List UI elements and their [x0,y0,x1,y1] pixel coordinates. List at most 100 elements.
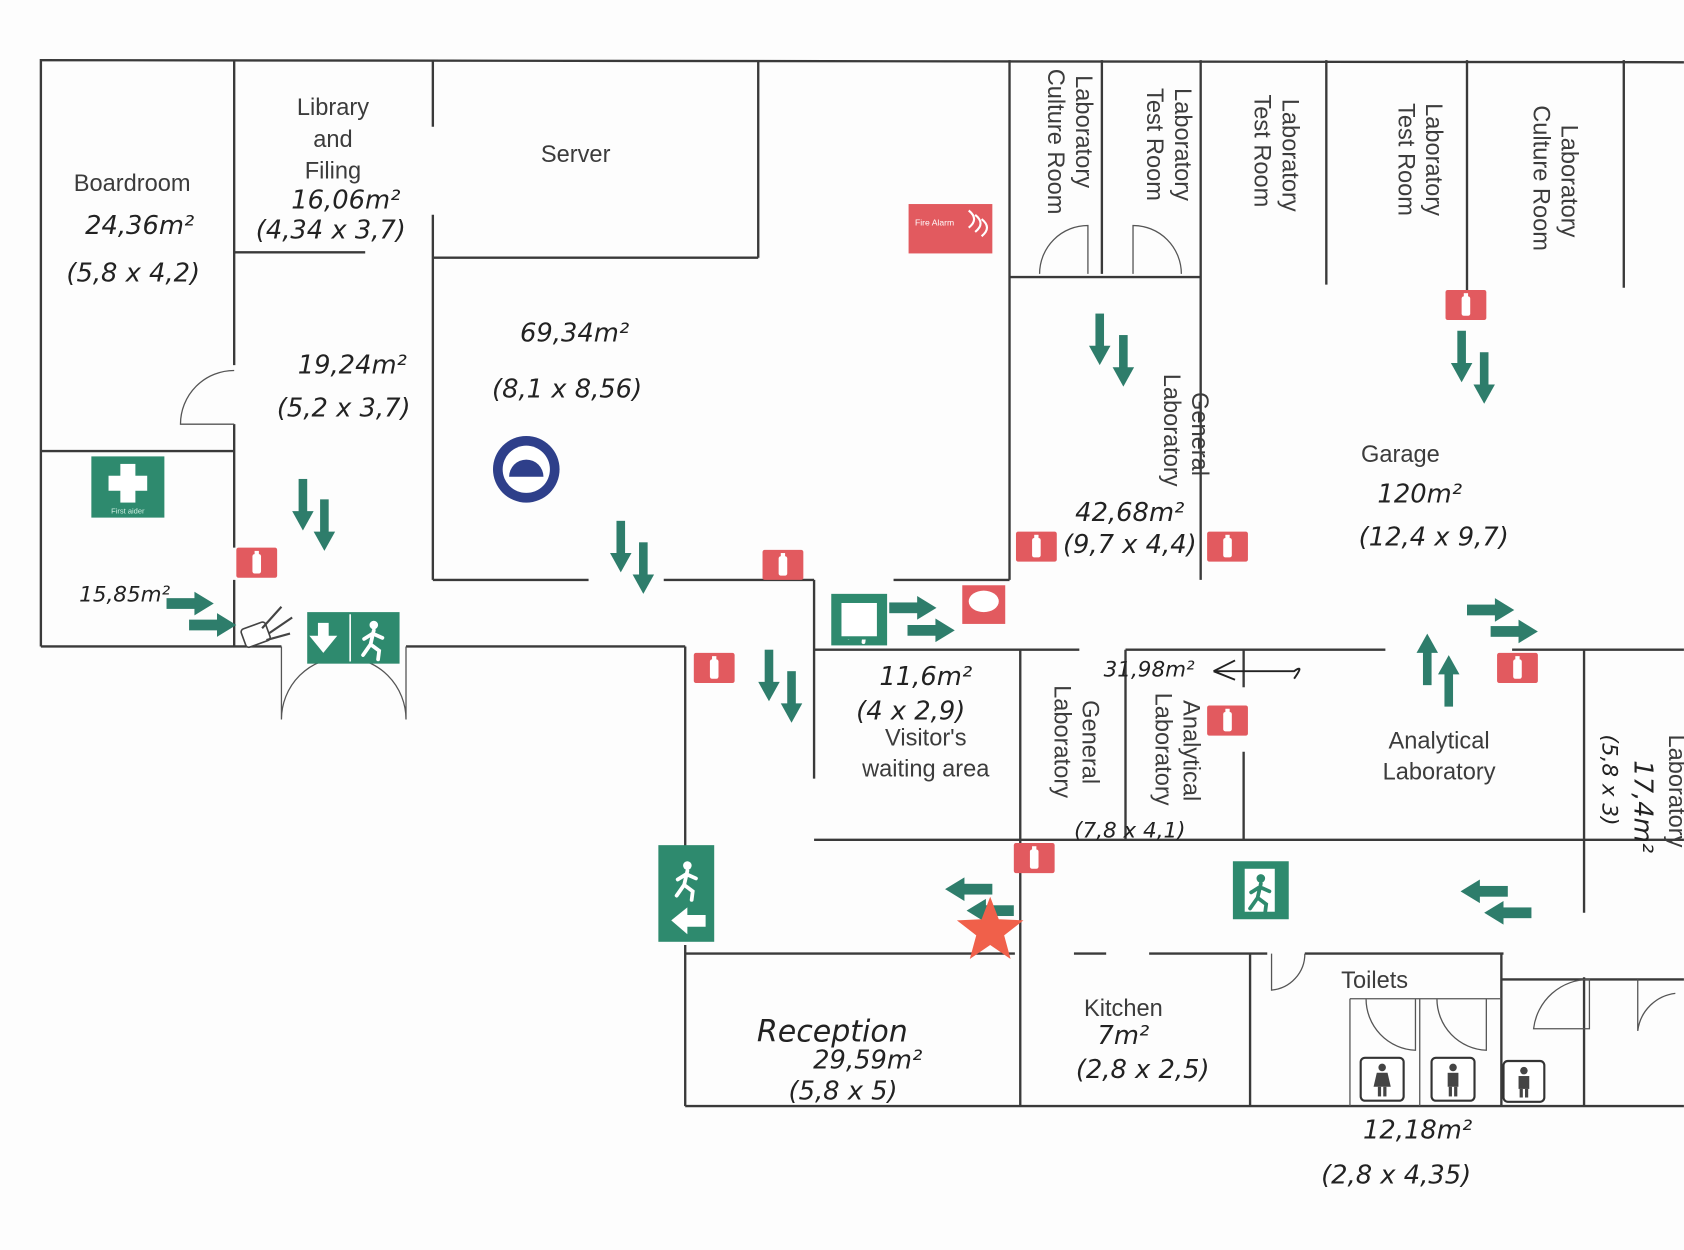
room-name: Culture Room [1528,105,1554,251]
room-lab-culture-2: Laboratory Culture Room [1528,105,1582,251]
evacuation-arrow-icon [1112,335,1135,387]
room-name: Laboratory [1158,374,1184,487]
fire-extinguisher-icon [762,549,804,580]
room-analytical-lab-small: Analytical Laboratory [1150,693,1204,806]
fire-extinguisher-icon [236,547,278,578]
first-aid-label: First aider [111,506,145,515]
room-library: Library and Filing 16,06m² (4,34 x 3,7) [256,95,406,245]
room-analytical-lab: Analytical Laboratory [1383,728,1496,785]
evacuation-arrow-icon [1490,619,1538,644]
room-name: General [1186,392,1212,476]
room-dims: (2,8 x 2,5) [1076,1055,1210,1085]
fire-extinguisher-icon [693,652,735,683]
room-name: Garage [1361,442,1440,468]
fire-alarm-call-point-icon [962,585,1006,624]
room-dims: (12,4 x 9,7) [1359,523,1509,553]
evacuation-arrow-icon [189,613,237,637]
room-general-lab-2: General Laboratory 31,98m² (7,8 x 4,1) [1049,658,1301,844]
fire-alarm-icon: Fire Alarm [908,204,993,254]
room-server: Server [541,142,611,168]
fire-extinguisher-icon [1445,289,1487,321]
room-area: 69,34m² [520,318,629,348]
room-name: Laboratory [1556,125,1582,238]
room-name: Analytical [1177,700,1203,801]
evacuation-arrow-icon [1484,900,1532,925]
first-aid-icon: First aider [91,456,165,518]
room-dims: (5,2 x 3,7) [277,394,411,424]
evacuation-arrow-icon [889,596,937,620]
room-area: 17,4m² [1628,760,1658,853]
fire-extinguishers [236,289,1538,874]
toilet-female-icon [1359,1056,1405,1102]
evacuation-arrow-icon [313,499,336,551]
doors [179,224,1676,1051]
evacuation-arrow-icon [632,542,655,594]
room-kitchen: Kitchen 7m² (2,8 x 2,5) [1076,996,1210,1085]
arrow-left-icon [671,907,706,935]
room-name: Test Room [1248,95,1274,208]
fire-extinguisher-icon [1013,842,1055,874]
room-name: Library [297,95,369,121]
room-area: 7m² [1097,1021,1149,1051]
room-name: Filing [305,158,361,184]
toilet-male-icon [1502,1059,1546,1103]
emergency-exit-sign-west [658,845,715,942]
room-corridor-left: 19,24m² (5,2 x 3,7) [277,351,411,424]
assembly-point-icon [492,435,560,503]
toilet-icons [1359,1056,1546,1103]
room-name: Culture Room [1042,69,1068,215]
room-area: 42,68m² [1075,498,1184,528]
room-name: Test Room [1392,103,1418,216]
evacuation-arrow-icon [1088,313,1111,366]
emergency-exit-sign-stairs [831,593,888,646]
walls [39,58,1684,1108]
evacuation-arrow-icon [780,671,803,723]
room-name: and [313,127,352,153]
room-area: 12,18m² [1363,1115,1472,1145]
room-name: Visitor's [885,725,966,751]
room-area: 19,24m² [298,351,407,381]
evacuation-arrow-icon [1450,330,1473,383]
room-name: Toilets [1341,968,1408,994]
room-area: 24,36m² [85,211,194,241]
toilet-male-icon [1430,1056,1476,1102]
fire-extinguisher-icon [1207,705,1248,736]
room-lab-test-2: Laboratory Test Room [1248,95,1302,212]
evacuation-arrow-icon [1438,655,1460,707]
room-name: Laboratory [1663,735,1684,848]
evacuation-arrow-icon [610,520,632,573]
room-name: Laboratory [1276,99,1302,212]
room-lab-test-3: Laboratory Test Room [1392,103,1446,216]
you-are-here-star-icon [956,896,1024,959]
room-name: Laboratory [1383,760,1496,786]
evacuation-arrow-icon [292,478,314,531]
pointer-arrow [1213,659,1301,681]
room-dims: (5,8 x 4,2) [66,258,200,288]
room-visitors: 11,6m² (4 x 2,9) Visitor's waiting area [856,662,990,782]
room-dims: (4,34 x 3,7) [256,215,406,245]
room-name: waiting area [861,756,990,782]
evacuation-arrow-icon [945,877,993,901]
room-name: Laboratory [1420,103,1446,216]
room-dims: (8,1 x 8,56) [492,374,642,404]
room-reception: Reception 29,59m² (5,8 x 5) [757,1015,923,1107]
room-area: 29,59m² [813,1046,922,1076]
emergency-exit-sign-main [307,612,400,664]
room-area: 16,06m² [291,185,400,215]
room-open-office: 69,34m² (8,1 x 8,56) [492,318,642,404]
evacuation-arrow-icon [1460,879,1508,904]
room-area: 31,98m² [1104,658,1195,683]
room-name: Kitchen [1084,996,1163,1022]
room-name: Server [541,142,611,168]
emergency-exit-sign-east [1232,861,1289,920]
room-dims: (2,8 x 4,35) [1321,1160,1471,1190]
room-dims: (5,8 x 5) [789,1077,898,1107]
room-area: 11,6m² [879,662,972,692]
room-name: Laboratory [1070,75,1096,188]
evacuation-arrow-icon [1467,598,1515,622]
room-name: Test Room [1141,88,1167,201]
room-boardroom: Boardroom 24,36m² (5,8 x 4,2) [66,171,200,288]
arrow-down-icon [309,622,338,653]
evacuation-arrow-icon [1416,633,1439,686]
